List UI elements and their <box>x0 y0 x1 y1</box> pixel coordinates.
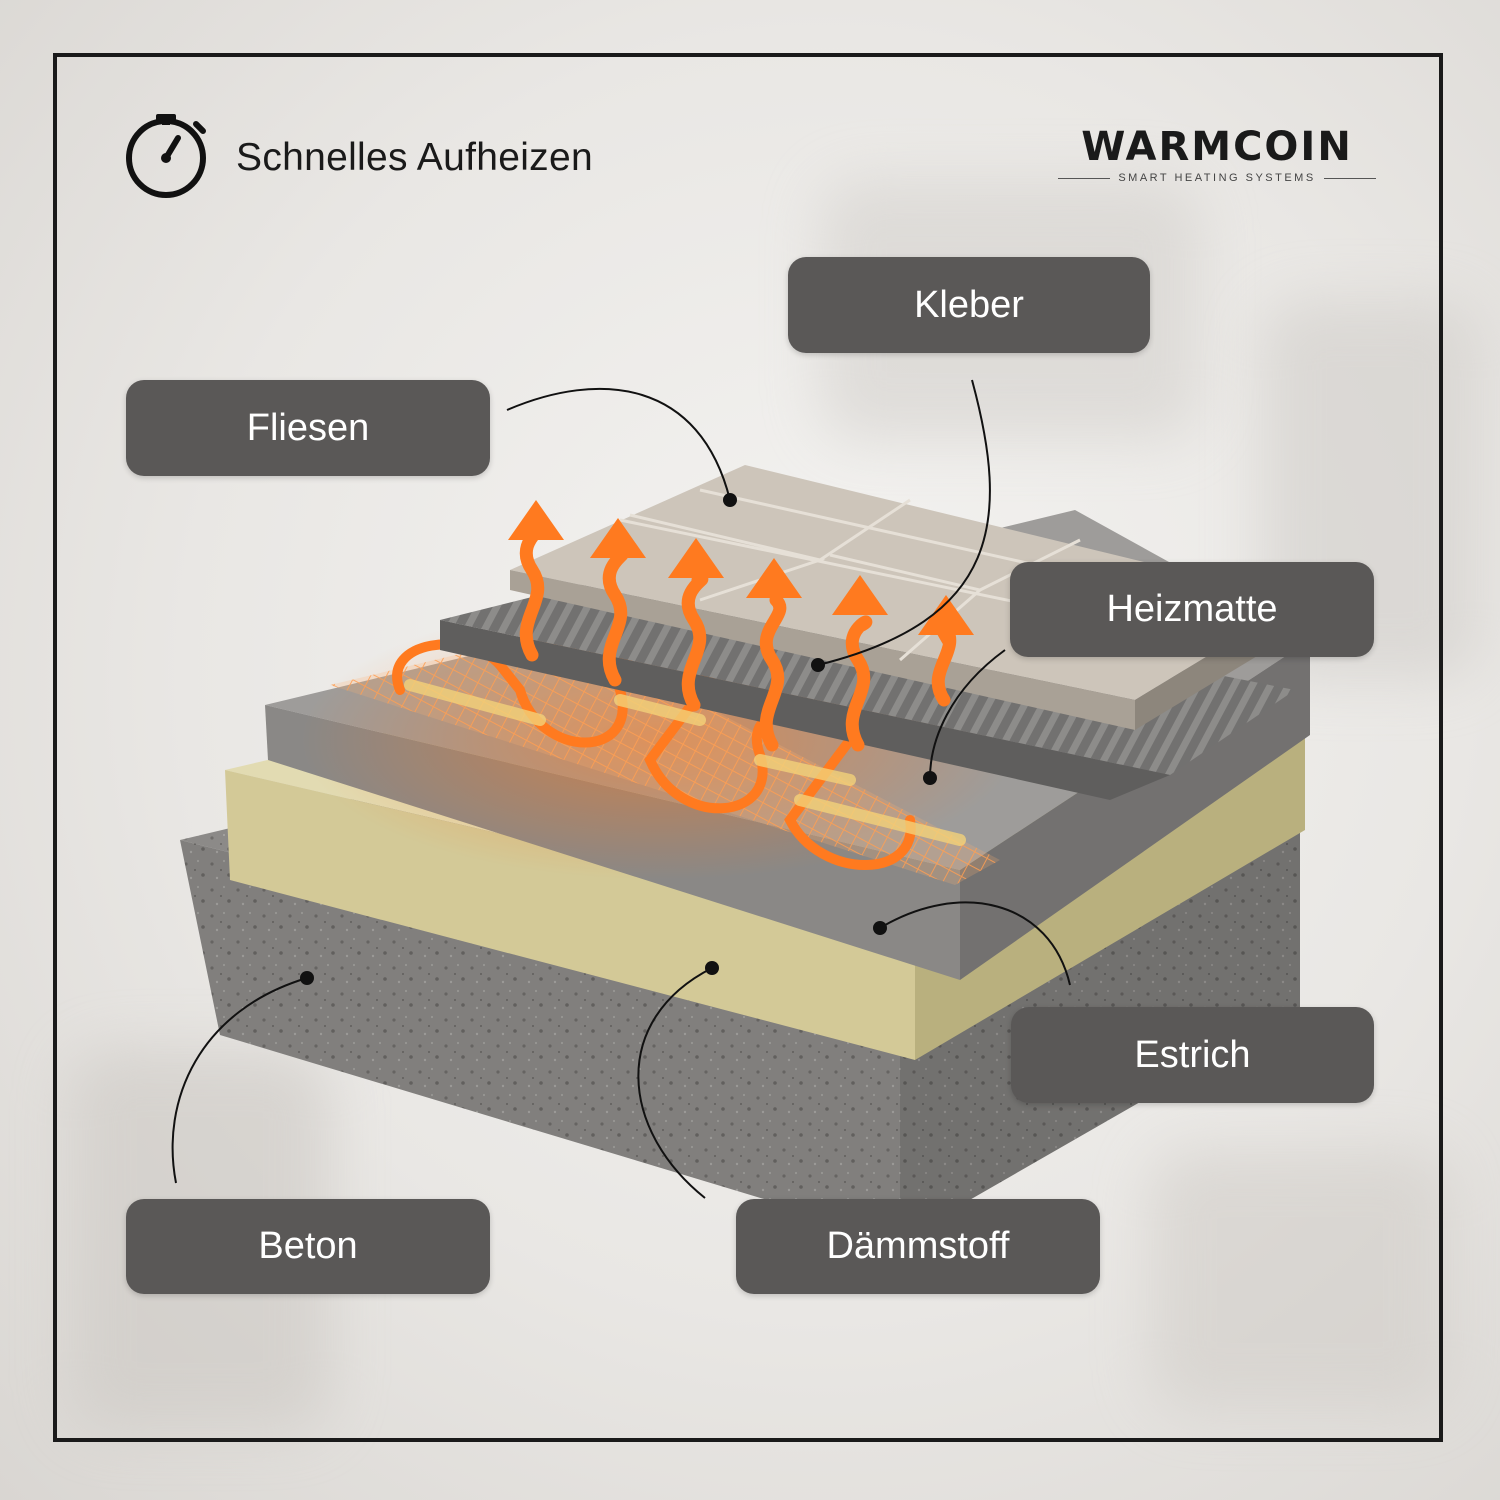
brand-divider <box>1323 177 1377 179</box>
frame-border <box>53 53 1443 1442</box>
heat-arrow-heads <box>508 500 974 635</box>
leader-lines <box>171 379 1071 1199</box>
brand-name: WARMCOIN <box>1081 124 1353 170</box>
label-estrich: Estrich <box>1011 1007 1374 1103</box>
label-fliesen: Fliesen <box>126 380 490 476</box>
brand-logo: WARMCOIN SMART HEATING SYSTEMS <box>1058 124 1377 184</box>
header-title: Schnelles Aufheizen <box>236 136 593 179</box>
background-blur <box>1150 1150 1450 1410</box>
label-beton: Beton <box>126 1199 490 1294</box>
heizmatte-layer <box>300 600 1020 885</box>
label-daemmstoff: Dämmstoff <box>736 1199 1100 1294</box>
brand-divider <box>1058 177 1111 179</box>
label-heizmatte: Heizmatte <box>1010 562 1374 657</box>
brand-tagline: SMART HEATING SYSTEMS <box>1118 172 1316 184</box>
stopwatch-icon <box>126 114 206 198</box>
leader-dots <box>300 493 937 985</box>
label-kleber: Kleber <box>788 257 1150 353</box>
